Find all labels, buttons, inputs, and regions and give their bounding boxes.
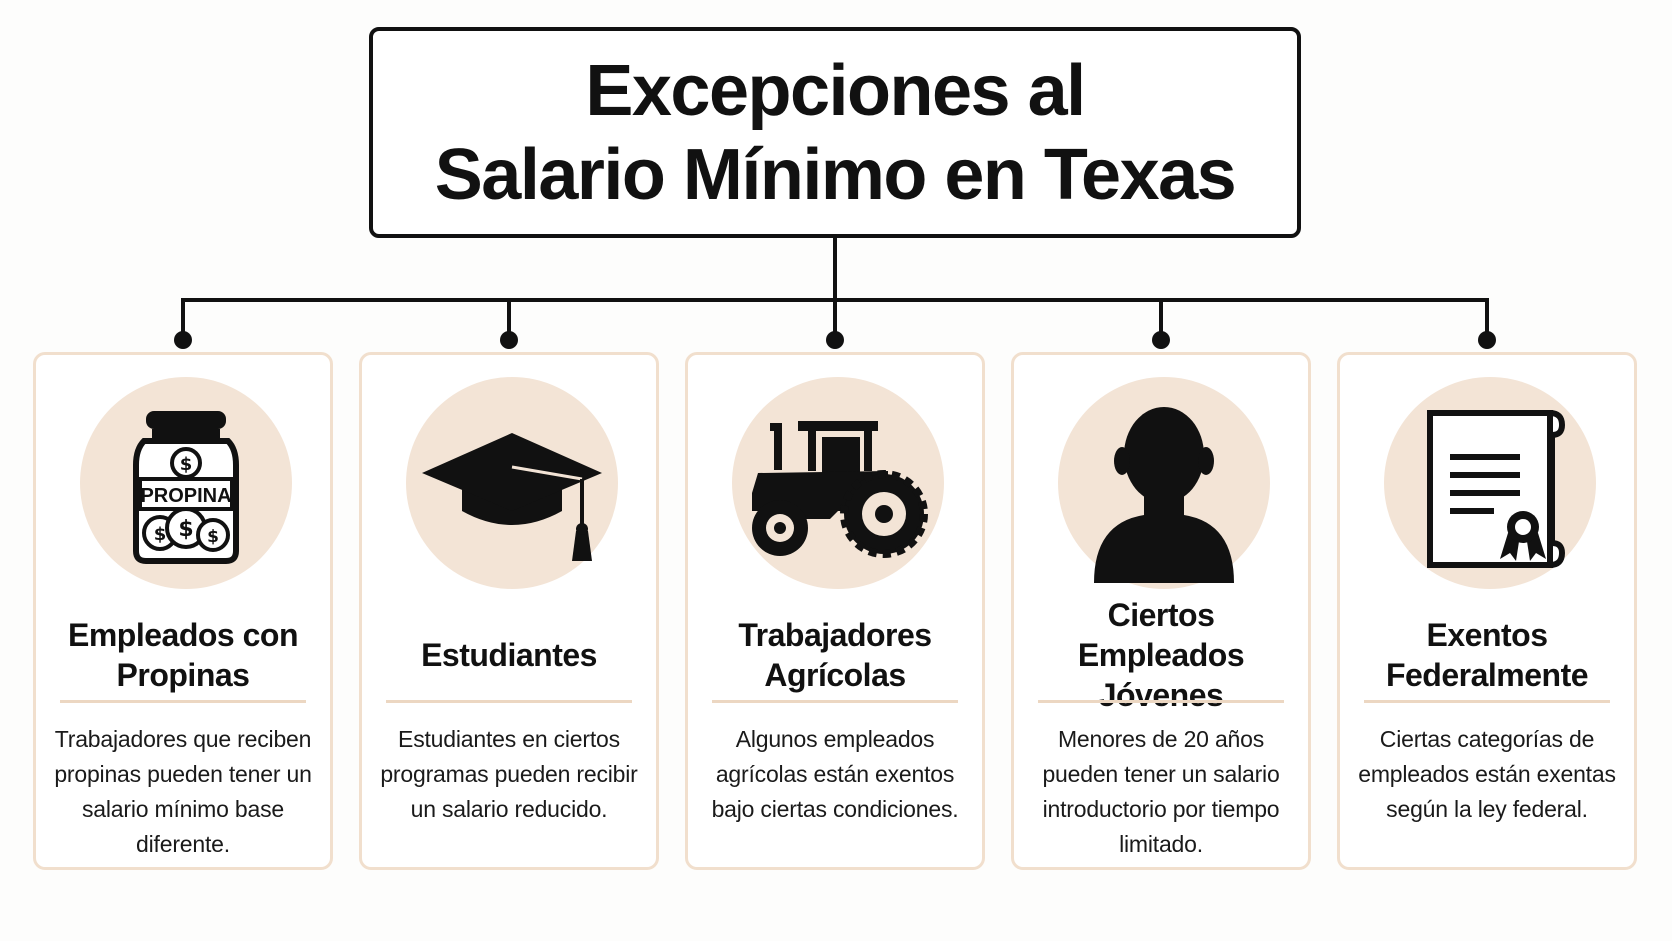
- card-federally-exempt: Exentos Federalmente Ciertas categorías …: [1337, 352, 1637, 870]
- card-tipped-employees: $ PROPINA $ $ $ Empleados con Propinas T…: [33, 352, 333, 870]
- icon-circle: [732, 377, 944, 589]
- card-young-employees: Ciertos Empleados Jóvenes Menores de 20 …: [1011, 352, 1311, 870]
- card-title: Ciertos Empleados Jóvenes: [1077, 597, 1245, 713]
- svg-text:$: $: [178, 517, 193, 542]
- title-box: Excepciones al Salario Mínimo en Texas: [369, 27, 1301, 238]
- title-line-2: Salario Mínimo en Texas: [434, 134, 1237, 215]
- icon-circle: [406, 377, 618, 589]
- card-students: Estudiantes Estudiantes en ciertos progr…: [359, 352, 659, 870]
- card-description: Menores de 20 años pueden tener un salar…: [1042, 726, 1280, 857]
- card-title: Exentos Federalmente: [1385, 617, 1589, 693]
- person-silhouette-icon: [1094, 407, 1234, 583]
- svg-text:$: $: [207, 527, 219, 547]
- tip-jar-icon: $ PROPINA $ $ $: [133, 411, 239, 564]
- svg-text:$: $: [154, 524, 167, 545]
- divider: [1038, 700, 1284, 703]
- svg-text:$: $: [180, 454, 193, 475]
- icon-circle: [1058, 377, 1270, 589]
- tractor-icon: [752, 421, 928, 558]
- card-title: Estudiantes: [421, 637, 597, 673]
- connector-dot: [1478, 331, 1496, 349]
- graduation-cap-icon: [422, 433, 602, 561]
- diagram-title: Excepciones al Salario Mínimo en Texas: [434, 49, 1237, 217]
- divider: [712, 700, 958, 703]
- divider: [386, 700, 632, 703]
- card-description: Ciertas categorías de empleados están ex…: [1358, 726, 1616, 822]
- connector-dot: [1152, 331, 1170, 349]
- card-title: Trabajadores Agrícolas: [738, 617, 932, 693]
- title-line-1: Excepciones al: [585, 50, 1086, 131]
- icon-circle: $ PROPINA $ $ $: [80, 377, 292, 589]
- certificate-scroll-icon: [1427, 410, 1565, 568]
- card-description: Estudiantes en ciertos programas pueden …: [380, 726, 638, 822]
- connector-dot: [174, 331, 192, 349]
- card-title: Empleados con Propinas: [68, 617, 299, 693]
- card-description: Trabajadores que reciben propinas pueden…: [54, 726, 312, 857]
- connector-dot: [500, 331, 518, 349]
- card-description: Algunos empleados agrícolas están exento…: [711, 726, 959, 822]
- card-agricultural-workers: Trabajadores Agrícolas Algunos empleados…: [685, 352, 985, 870]
- icon-circle: [1384, 377, 1596, 589]
- connector-dot: [826, 331, 844, 349]
- divider: [60, 700, 306, 703]
- svg-text:PROPINA: PROPINA: [140, 485, 231, 507]
- divider: [1364, 700, 1610, 703]
